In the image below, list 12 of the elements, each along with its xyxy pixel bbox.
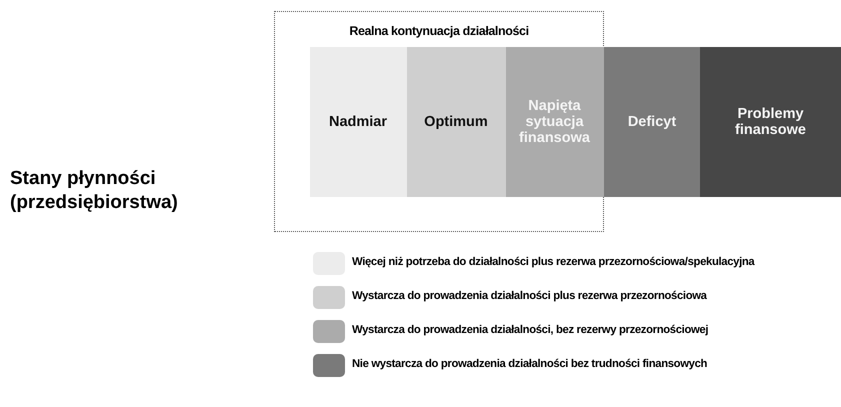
state-bar: Problemy finansowe: [700, 47, 841, 197]
state-bar: Nadmiar: [310, 46, 406, 196]
legend-text: Więcej niż potrzeba do działalności plus rezerwa przezornościowa/spekulacyjna: [352, 256, 754, 268]
legend-text: Wystarcza do prowadzenia działalności plus rezerwa przezornościowa: [352, 290, 707, 302]
legend-text: Wystarcza do prowadzenia działalności, bez rezerwy przezornościowej: [352, 324, 708, 336]
diagram-label: Stany płynności (przedsiębiorstwa): [10, 167, 179, 215]
state-bar: Optimum: [406, 46, 506, 196]
dotted-region: [274, 11, 604, 232]
region-heading: Realna kontynuacja działalności: [348, 24, 530, 38]
state-bar: Deficyt: [604, 47, 700, 197]
state-bar: Napięta sytuacja finansowa: [506, 46, 604, 196]
legend-text: Nie wystarcza do prowadzenia działalności bez trudności finansowych: [352, 358, 708, 370]
